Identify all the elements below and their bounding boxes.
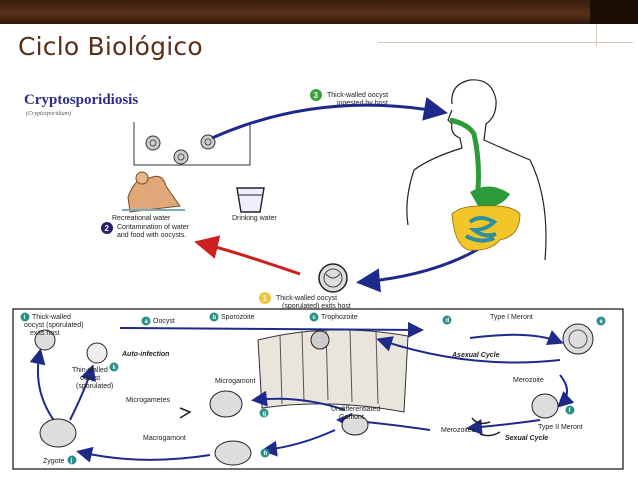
thin-walled-label: Thin-walled (72, 367, 108, 374)
macrogamont-stage-icon (214, 440, 252, 466)
step-2-badge (101, 222, 113, 234)
thick-walled-label-line2: oocyst (sporulated) (24, 322, 84, 329)
thick-walled-label: Thick-walled (32, 314, 71, 321)
arrow-to-zygote (76, 446, 211, 463)
thick-walled-oocyst-icon (318, 263, 348, 293)
zygote-label: Zygote (43, 458, 65, 465)
macrogamont-label: Macrogamont (143, 435, 186, 442)
arrow-ingestion (211, 97, 448, 140)
step-1-label-line2: (sporulated) exits host (282, 303, 351, 310)
microgamont-stage-icon (209, 390, 243, 418)
step-3-label-line2: ingested by host (337, 100, 388, 107)
sporozoite-label: Sporozoite (221, 314, 255, 321)
oocyst-label: Oocyst (153, 318, 175, 325)
arrow-contamination (194, 235, 301, 276)
thin-walled-label-line3: (sporulated) (76, 383, 113, 390)
drinking-water-label: Drinking water (232, 215, 277, 222)
merozoites-stage-icon (471, 417, 501, 437)
auto-infection-label: Auto-infection (121, 351, 169, 358)
arrow-cycle-top (119, 321, 424, 338)
diagram-title: Cryptosporidiosis (24, 92, 138, 108)
svg-text:f: f (569, 408, 572, 414)
svg-text:b: b (213, 315, 217, 321)
oocyst-icon (173, 149, 189, 165)
thin-walled-oocyst-stage-icon (86, 342, 108, 364)
trophozoite-label: Trophozoite (321, 314, 358, 321)
svg-text:e: e (600, 319, 604, 325)
svg-text:1: 1 (263, 294, 268, 303)
merozoites-label: Merozoites (441, 427, 476, 434)
undifferentiated-label: Undifferentiated (331, 406, 380, 413)
type1-meront-label: Type I Meront (490, 314, 533, 321)
type1-meront-stage-icon (562, 323, 594, 355)
svg-text:j: j (70, 458, 73, 464)
arrow-to-microgamont (251, 390, 346, 411)
svg-text:3: 3 (314, 91, 319, 100)
gamont-stage-icon (341, 414, 369, 436)
arrow-to-type2 (557, 374, 575, 408)
svg-text:2: 2 (105, 224, 110, 233)
step-3-badge (310, 89, 322, 101)
top-bar-edge (590, 0, 638, 24)
arrow-auto-infection (69, 364, 96, 421)
merozoite-label: Merozoite (513, 377, 544, 384)
svg-text:g: g (263, 411, 267, 417)
svg-text:c: c (313, 315, 317, 321)
thin-walled-label-line2: oocyst (80, 375, 100, 382)
step-2-label: Contamination of water (117, 224, 190, 231)
swimmer-icon (122, 171, 185, 213)
arrow-to-macrogamont (261, 429, 336, 457)
arrow-to-merozoites (466, 419, 541, 435)
step-1-label: Thick-walled oocyst (276, 295, 337, 302)
arrow-zygote-exit (29, 348, 56, 423)
svg-text:k: k (113, 365, 117, 371)
top-bar (0, 0, 638, 24)
svg-text:d: d (446, 318, 450, 324)
microgamont-label: Microgamont (215, 378, 256, 385)
water-sources-panel (133, 122, 251, 166)
oocyst-icon (145, 135, 161, 151)
type2-meront-label: Type II Meront (538, 424, 583, 431)
diagram-subtitle: (Cryptosporidium) (26, 110, 71, 117)
svg-text:h: h (264, 451, 268, 457)
intestinal-epithelium-icon (257, 328, 409, 413)
thick-walled-oocyst-stage-icon (34, 329, 56, 351)
thick-walled-label-line3: exits host (30, 330, 60, 337)
microgametes-label: Microgametes (126, 397, 170, 404)
step-2-label-line2: and food with oocysts. (117, 232, 186, 239)
svg-text:a: a (145, 319, 149, 325)
arrow-asexual-return (376, 336, 561, 364)
slide-title: Ciclo Biológico (18, 32, 203, 61)
stage-badges (20, 312, 606, 465)
arrow-to-type1 (469, 330, 564, 345)
human-host-icon (406, 79, 547, 261)
sexual-cycle-label: Sexual Cycle (505, 435, 548, 442)
recreational-water-label: Recreational water (112, 215, 171, 222)
drinking-glass-icon (236, 187, 265, 213)
title-tick (596, 24, 597, 46)
svg-text:i: i (24, 315, 26, 321)
zygote-stage-icon (39, 418, 77, 448)
asexual-cycle-label: Asexual Cycle (451, 352, 500, 359)
title-rule (378, 42, 633, 43)
gamont-label: Gamont (339, 414, 364, 421)
step-3-label: Thick-walled oocyst (327, 92, 388, 99)
oocyst-icon (200, 134, 216, 150)
step-1-badge (259, 292, 271, 304)
type2-meront-stage-icon (531, 393, 559, 419)
microgametes-icon (179, 407, 192, 419)
